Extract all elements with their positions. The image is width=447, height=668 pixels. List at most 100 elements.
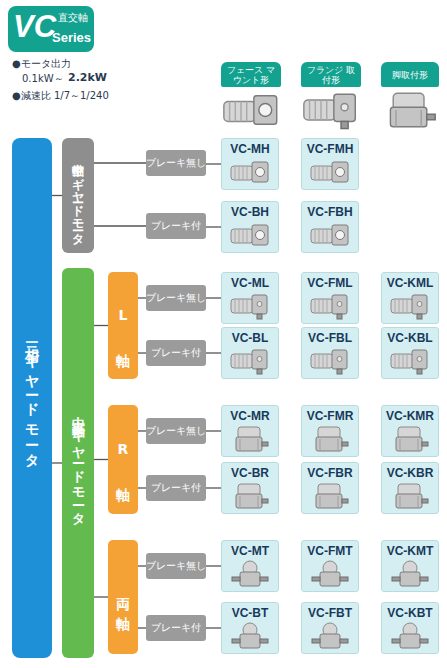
- brake-option-box: ブレーキ無し: [146, 285, 206, 311]
- brake-option-box: ブレーキ無し: [146, 418, 206, 444]
- tree-connector: [94, 596, 108, 597]
- product-box: VC-KMR: [381, 405, 439, 457]
- model-name: VC-BH: [231, 205, 269, 219]
- motor-icon: [311, 225, 348, 245]
- product-box: VC-BH: [221, 201, 279, 253]
- box-label: 中空軸 ギヤードモータ: [71, 148, 85, 244]
- model-name: VC-MT: [231, 544, 269, 558]
- brake-option-box: ブレーキ付: [146, 615, 206, 641]
- motor-icon: [231, 225, 268, 245]
- motor-icon: [231, 162, 268, 182]
- foot-mount-motor: [390, 93, 435, 127]
- product-box: VC-BL: [221, 327, 279, 379]
- tree-connector: [206, 352, 221, 353]
- box-label: 脚取付形: [384, 70, 436, 80]
- model-name: VC-FMT: [307, 544, 352, 558]
- face-mount-motor: [224, 96, 277, 125]
- tree-connector: [94, 162, 146, 163]
- spec-note: ●減速比 1/7～1/240: [12, 90, 162, 102]
- product-box: VC-FML: [301, 272, 359, 324]
- brake-option-box: ブレーキ付: [146, 213, 206, 239]
- spec-note: 0.1kW～: [22, 73, 72, 85]
- mount-type-header: 脚取付形: [381, 62, 439, 87]
- tree-connector: [138, 352, 146, 353]
- tree-connector: [138, 430, 146, 431]
- model-name: VC-KMT: [387, 544, 434, 558]
- model-name: VC-KMR: [386, 409, 434, 423]
- tree-connector: [52, 462, 62, 463]
- motor-icon: [311, 162, 348, 182]
- box-label: R 軸: [114, 441, 132, 479]
- tree-connector: [52, 195, 62, 196]
- box-label: 直交軸: [58, 12, 88, 24]
- shaft-type-band: 中空軸 ギヤードモータ: [62, 138, 94, 253]
- tree-connector: [94, 225, 146, 226]
- product-box: VC-MR: [221, 405, 279, 457]
- mount-type-header: フェース マウント形: [221, 62, 281, 87]
- series-logo: VC直交軸Series: [8, 6, 94, 52]
- box-label: 三相ギヤードモータ: [23, 331, 41, 465]
- tree-connector: [138, 487, 146, 488]
- tree-connector: [138, 297, 146, 298]
- box-label: VC: [13, 9, 56, 45]
- tree-connector: [206, 297, 221, 298]
- product-box: VC-KBL: [381, 327, 439, 379]
- product-box: VC-FMT: [301, 540, 359, 592]
- model-name: VC-FMR: [307, 409, 354, 423]
- model-name: VC-BL: [232, 331, 269, 345]
- brake-option-box: ブレーキ無し: [146, 150, 206, 176]
- model-name: VC-BT: [232, 606, 269, 620]
- brake-option-box: ブレーキ付: [146, 475, 206, 501]
- motor-icon: [312, 561, 348, 586]
- model-name: VC-MH: [230, 142, 269, 156]
- box-label: フェース マウント形: [225, 65, 277, 85]
- product-box: VC-FBR: [301, 462, 359, 514]
- motor-icon: [391, 295, 427, 319]
- axis-type-box: L 軸: [108, 272, 138, 379]
- tree-connector: [94, 459, 108, 460]
- box-label: 中実軸ギヤードモータ: [69, 406, 87, 521]
- motor-icon: [232, 623, 268, 648]
- model-name: VC-FBR: [307, 466, 352, 480]
- model-name: VC-ML: [231, 276, 269, 290]
- model-name: VC-FBL: [308, 331, 352, 345]
- tree-connector: [206, 163, 221, 164]
- box-label: ブレーキ付: [151, 347, 201, 360]
- flange-motor: [304, 94, 355, 128]
- motor-icon: [316, 427, 348, 451]
- brake-option-box: ブレーキ無し: [146, 553, 206, 579]
- product-box: VC-MH: [221, 138, 279, 190]
- box-label: 両 軸: [114, 586, 132, 608]
- box-label: ブレーキ付: [151, 482, 201, 495]
- tree-connector: [206, 627, 221, 628]
- tree-connector: [206, 565, 221, 566]
- motor-icon: [316, 484, 348, 508]
- model-name: VC-FMH: [307, 142, 354, 156]
- product-box: VC-BT: [221, 602, 279, 654]
- model-name: VC-KML: [387, 276, 434, 290]
- motor-icon: [231, 295, 267, 319]
- category-band: 三相ギヤードモータ: [12, 138, 52, 658]
- box-label: ブレーキ付: [151, 622, 201, 635]
- motor-icon: [391, 350, 427, 374]
- spec-note: 2.2kW: [68, 72, 118, 85]
- motor-icon: [231, 350, 267, 374]
- box-label: L 軸: [114, 307, 132, 345]
- tree-connector: [206, 487, 221, 488]
- model-name: VC-FBH: [307, 205, 352, 219]
- axis-type-box: 両 軸: [108, 540, 138, 654]
- product-box: VC-FBT: [301, 602, 359, 654]
- motor-icon: [396, 427, 428, 451]
- motor-icon: [312, 623, 348, 648]
- box-label: ブレーキ無し: [146, 560, 206, 573]
- box-label: ブレーキ付: [151, 220, 201, 233]
- product-box: VC-KBR: [381, 462, 439, 514]
- box-label: ブレーキ無し: [146, 292, 206, 305]
- tree-connector: [206, 430, 221, 431]
- mount-type-header: フランジ 取付形: [301, 62, 361, 87]
- axis-type-box: R 軸: [108, 405, 138, 514]
- product-box: VC-KMT: [381, 540, 439, 592]
- box-label: フランジ 取付形: [305, 65, 357, 85]
